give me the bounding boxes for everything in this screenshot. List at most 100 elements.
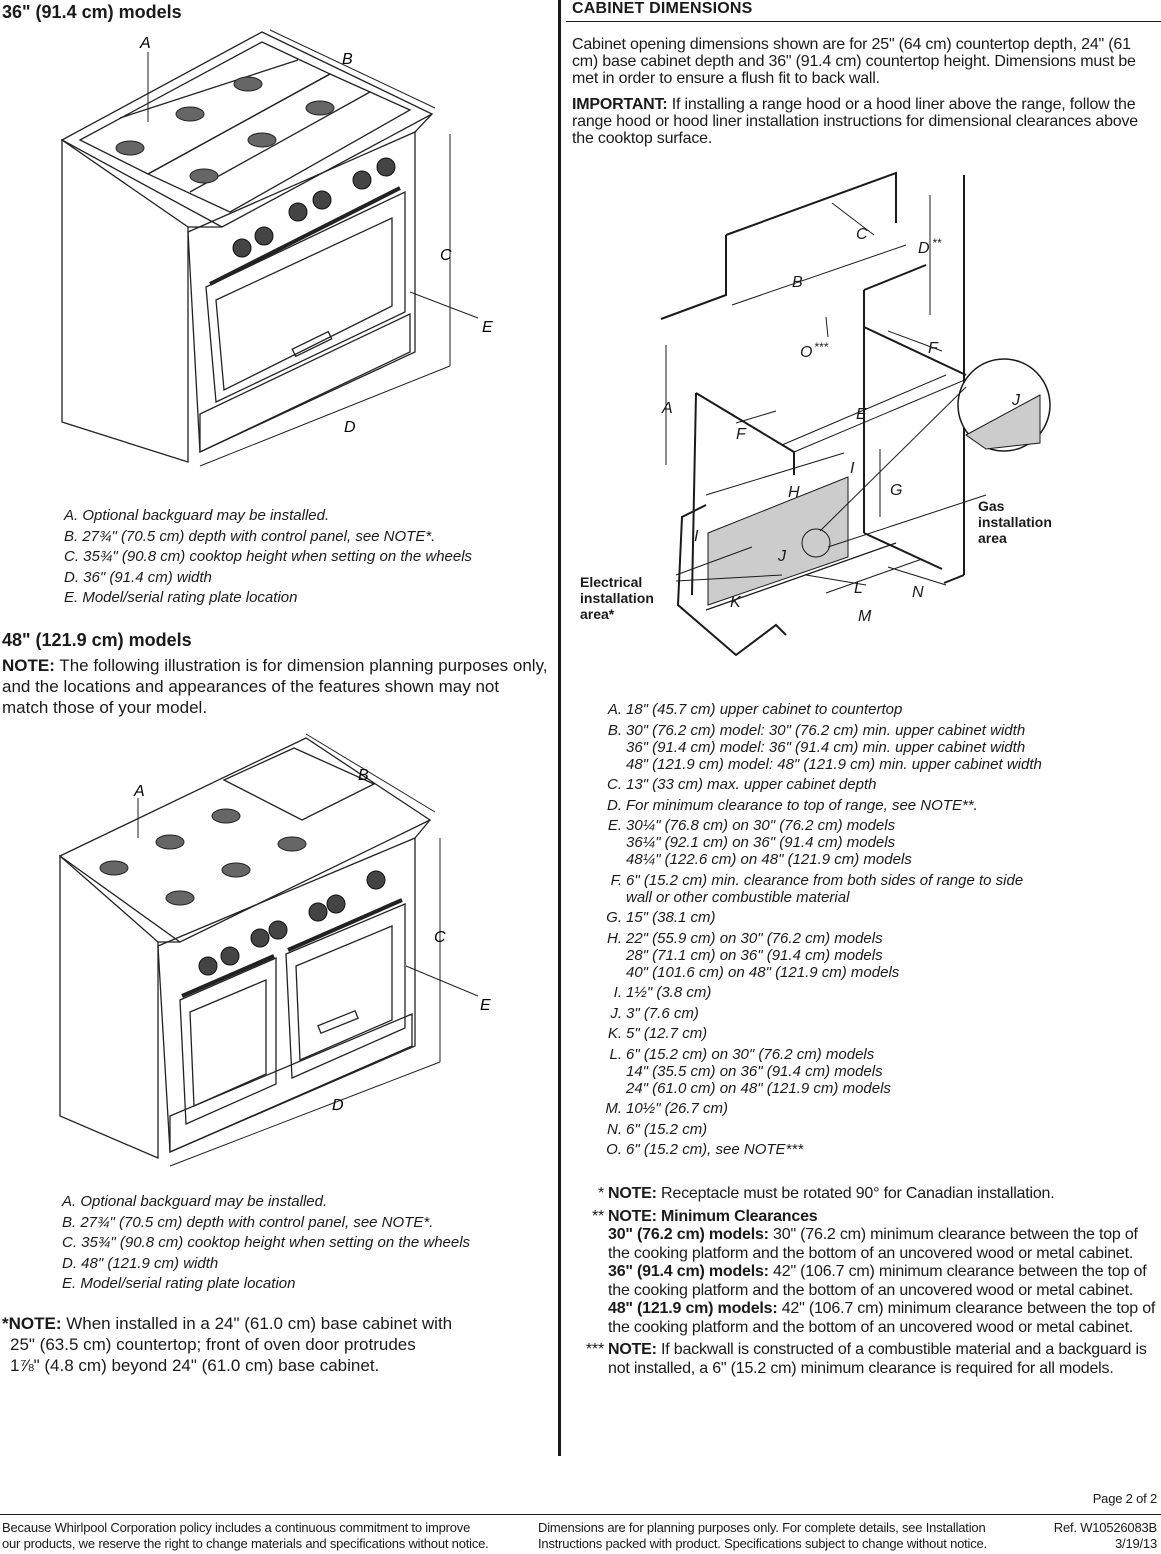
range-48-illustration: A B C D E bbox=[58, 733, 491, 1167]
dim-c: C bbox=[856, 226, 868, 243]
legend-line: 6" (15.2 cm) min. clearance from both si… bbox=[626, 871, 1024, 889]
legend-key: D. bbox=[607, 796, 622, 814]
footer-reference: Ref. W10526083B 3/19/13 bbox=[1054, 1520, 1157, 1552]
legend-line: 36" (91.4 cm) model: 36" (91.4 cm) min. … bbox=[626, 738, 1026, 756]
dimension-legend: A.18" (45.7 cm) upper cabinet to counter… bbox=[588, 701, 1042, 1158]
legend-key: K. bbox=[607, 1025, 622, 1042]
legend-key: F. bbox=[610, 871, 622, 889]
legend-line: 10½" (26.7 cm) bbox=[626, 1100, 729, 1117]
legend-line: 5" (12.7 cm) bbox=[626, 1025, 708, 1042]
dim-g: G bbox=[890, 482, 902, 499]
label-a: A bbox=[139, 35, 151, 52]
legend-line: 22" (55.9 cm) on 30" (76.2 cm) models bbox=[626, 929, 883, 947]
clearance-notes: *NOTE: Receptacle must be rotated 90° fo… bbox=[566, 1185, 1160, 1378]
footer-line: Instructions packed with product. Specif… bbox=[538, 1536, 987, 1551]
footer-line: Because Whirlpool Corporation policy inc… bbox=[2, 1520, 471, 1535]
label-a: A bbox=[133, 783, 145, 800]
electrical-label: Electrical bbox=[580, 574, 642, 590]
legend-key: N. bbox=[607, 1120, 622, 1138]
legend-line: 14" (35.5 cm) on 36" (91.4 cm) models bbox=[626, 1062, 883, 1080]
legend-line: 13" (33 cm) max. upper cabinet depth bbox=[626, 776, 877, 793]
legend-36: A. Optional backguard may be installed. … bbox=[64, 506, 472, 609]
column-divider bbox=[558, 0, 561, 1456]
note-label: NOTE: Minimum Clearances bbox=[608, 1207, 818, 1225]
note-text: The following illustration is for dimens… bbox=[2, 656, 548, 717]
label-d: D bbox=[344, 419, 356, 436]
gas-label: area bbox=[978, 530, 1007, 546]
legend-key: C. bbox=[607, 776, 622, 793]
heading-48-models: 48" (121.9 cm) models bbox=[2, 630, 192, 650]
footnote-line: 1⅞" (4.8 cm) beyond 24" (61.0 cm) base c… bbox=[10, 1356, 380, 1375]
dim-d: D bbox=[918, 240, 930, 257]
legend-key: O. bbox=[606, 1141, 622, 1158]
footer-line: our products, we reserve the right to ch… bbox=[2, 1536, 489, 1551]
legend-line: 36¼" (92.1 cm) on 36" (91.4 cm) models bbox=[626, 834, 896, 851]
legend-key: B. bbox=[607, 721, 622, 739]
important-label: IMPORTANT: bbox=[572, 96, 668, 113]
section-header-bar: CABINET DIMENSIONS bbox=[566, 0, 1161, 22]
model-label: 30" (76.2 cm) models: bbox=[608, 1226, 769, 1243]
legend-item: A. Optional backguard may be installed. bbox=[62, 1193, 328, 1210]
legend-item: D. 36" (91.4 cm) width bbox=[64, 568, 212, 586]
footnote-protrusion: *NOTE: When installed in a 24" (61.0 cm)… bbox=[2, 1313, 550, 1376]
note-mark: * bbox=[597, 1185, 604, 1202]
reference-number: Ref. W10526083B bbox=[1053, 1520, 1157, 1535]
dim-i2: I bbox=[850, 460, 855, 477]
range-36-illustration: A B C D E bbox=[60, 29, 493, 467]
legend-line: 24" (61.0 cm) on 48" (121.9 cm) models bbox=[626, 1079, 891, 1097]
label-d: D bbox=[332, 1097, 344, 1114]
dim-b: B bbox=[792, 274, 803, 291]
legend-item: A. Optional backguard may be installed. bbox=[64, 507, 330, 524]
dim-i: I bbox=[694, 528, 699, 545]
gas-label: Gas bbox=[978, 498, 1005, 514]
legend-line: 28" (71.1 cm) on 36" (91.4 cm) models bbox=[626, 946, 883, 964]
legend-line: 15" (38.1 cm) bbox=[626, 909, 716, 926]
dim-d-mark: ** bbox=[932, 236, 942, 250]
note-48: NOTE: The following illustration is for … bbox=[2, 655, 550, 718]
note-label: NOTE: bbox=[2, 656, 55, 675]
legend-48: A. Optional backguard may be installed. … bbox=[62, 1192, 470, 1295]
legend-key: L. bbox=[609, 1045, 622, 1063]
legend-line: 3" (7.6 cm) bbox=[626, 1004, 699, 1022]
dim-j2: J bbox=[1011, 392, 1021, 409]
note-text: If backwall is constructed of a combusti… bbox=[608, 1341, 1147, 1377]
cabinet-dimensions-diagram: A B C D ** E F F G H I I J J K L M N O *… bbox=[580, 171, 1052, 657]
electrical-label: installation bbox=[580, 590, 654, 606]
footer-line: Dimensions are for planning purposes onl… bbox=[538, 1520, 986, 1535]
dim-m: M bbox=[858, 608, 872, 625]
model-text: 42" (106.7 cm) minimum clearance between… bbox=[608, 1300, 1156, 1336]
dim-j: J bbox=[777, 548, 787, 565]
page-number: Page 2 of 2 bbox=[1092, 1491, 1158, 1506]
footer-planning: Dimensions are for planning purposes onl… bbox=[538, 1520, 987, 1552]
legend-key: A. bbox=[607, 701, 622, 718]
dim-o-mark: *** bbox=[814, 340, 828, 354]
label-c: C bbox=[434, 929, 446, 946]
note-mark: *** bbox=[585, 1341, 604, 1358]
dim-a: A bbox=[661, 400, 673, 417]
legend-line: 18" (45.7 cm) upper cabinet to counterto… bbox=[626, 701, 903, 718]
label-b: B bbox=[358, 767, 369, 784]
legend-item: B. 27¾" (70.5 cm) depth with control pan… bbox=[62, 1213, 434, 1231]
electrical-label: area* bbox=[580, 606, 615, 622]
legend-item: D. 48" (121.9 cm) width bbox=[62, 1254, 219, 1272]
heading-36-models: 36" (91.4 cm) models bbox=[2, 2, 182, 22]
legend-key: H. bbox=[607, 929, 622, 947]
reference-date: 3/19/13 bbox=[1115, 1536, 1157, 1551]
dim-o: O bbox=[800, 344, 812, 361]
model-text: 30" (76.2 cm) minimum clearance between … bbox=[608, 1226, 1138, 1262]
legend-key: J. bbox=[610, 1004, 622, 1022]
dim-k: K bbox=[730, 594, 742, 611]
legend-line: 6" (15.2 cm) on 30" (76.2 cm) models bbox=[626, 1045, 875, 1063]
legend-item: C. 35¾" (90.8 cm) cooktop height when se… bbox=[62, 1234, 471, 1251]
legend-line: 30" (76.2 cm) model: 30" (76.2 cm) min. … bbox=[626, 721, 1026, 739]
footnote-line: 25" (63.5 cm) countertop; front of oven … bbox=[10, 1335, 416, 1354]
legend-key: E. bbox=[607, 817, 622, 834]
intro-paragraph: Cabinet opening dimensions shown are for… bbox=[572, 36, 1136, 87]
note-text: Receptacle must be rotated 90° for Canad… bbox=[656, 1185, 1055, 1202]
legend-item: E. Model/serial rating plate location bbox=[62, 1275, 296, 1292]
legend-line: 48" (121.9 cm) model: 48" (121.9 cm) min… bbox=[626, 755, 1042, 773]
label-e: E bbox=[480, 997, 491, 1014]
legend-item: B. 27¾" (70.5 cm) depth with control pan… bbox=[64, 527, 436, 545]
model-label: 36" (91.4 cm) models: bbox=[608, 1263, 769, 1280]
note-mark: ** bbox=[591, 1207, 604, 1225]
